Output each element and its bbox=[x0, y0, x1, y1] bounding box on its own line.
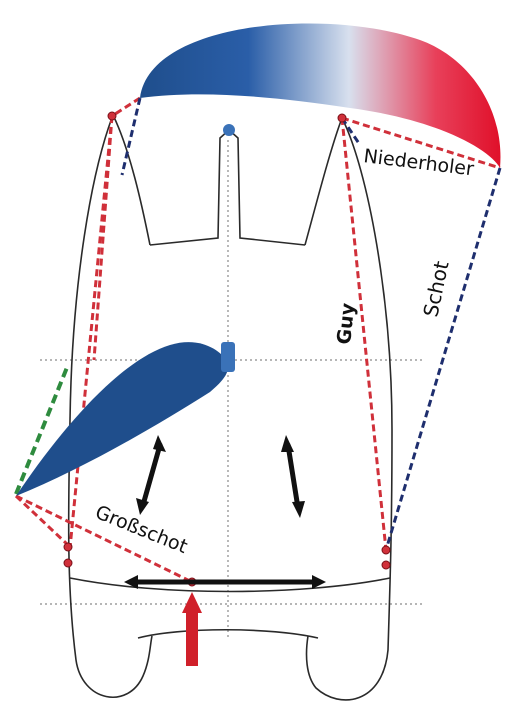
left-shroud-a bbox=[92, 115, 114, 361]
left-hull bbox=[67, 114, 153, 698]
stern-crossbar bbox=[69, 577, 391, 593]
spinnaker-sail bbox=[140, 23, 501, 168]
bridle-left bbox=[111, 96, 141, 118]
bridle-right bbox=[341, 116, 501, 170]
right-double-arrow-icon bbox=[281, 435, 305, 518]
schot-line-inner bbox=[340, 117, 362, 146]
label-schot: Schot bbox=[418, 259, 453, 319]
rigging-navy bbox=[120, 97, 502, 551]
mast-base-marker bbox=[221, 342, 235, 372]
right-stern-point-b bbox=[381, 560, 391, 570]
traveller-double-arrow-icon bbox=[124, 575, 326, 589]
green-sheet-line bbox=[14, 364, 70, 495]
rigging-red bbox=[14, 96, 501, 584]
right-hull bbox=[304, 117, 393, 701]
left-stern-point-a bbox=[63, 542, 73, 552]
schot-line bbox=[384, 167, 502, 551]
bow-crossbar bbox=[149, 128, 306, 246]
left-spinnaker-line bbox=[120, 97, 142, 176]
sheet-force-arrow-icon bbox=[182, 592, 202, 666]
movement-arrows bbox=[124, 435, 326, 589]
left-stern-point-b bbox=[63, 558, 73, 568]
mainsail bbox=[16, 342, 229, 496]
hull-outline bbox=[67, 114, 393, 701]
label-guy: Guy bbox=[333, 301, 359, 345]
attachment-points bbox=[63, 111, 391, 587]
rear-beam bbox=[137, 628, 319, 639]
left-bow-point bbox=[107, 111, 117, 121]
grossschot-line-b bbox=[14, 494, 70, 547]
label-niederholer: Niederholer bbox=[362, 145, 475, 180]
mast-top-marker bbox=[223, 124, 235, 136]
right-stern-point-a bbox=[381, 545, 391, 555]
left-shroud-b bbox=[68, 115, 114, 549]
right-bow-point bbox=[337, 113, 347, 123]
reference-grid bbox=[40, 140, 425, 640]
guy-line bbox=[340, 117, 388, 551]
left-double-arrow-icon bbox=[136, 435, 166, 515]
